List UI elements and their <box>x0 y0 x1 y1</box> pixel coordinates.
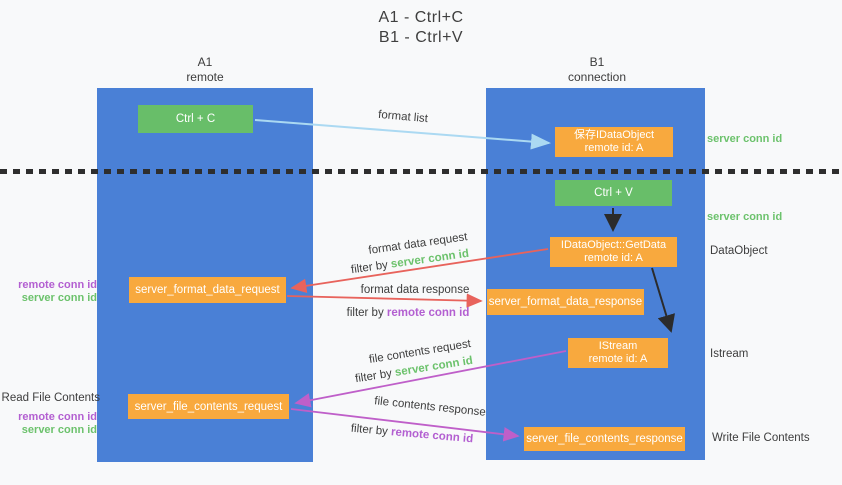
filter-by-text: filter by <box>346 307 384 319</box>
session-divider-line <box>0 169 842 174</box>
lane-b1-title: B1 <box>589 55 605 69</box>
lane-header-a1: A1 remote <box>140 55 270 85</box>
ctrl-v-label: Ctrl + V <box>594 187 633 199</box>
filter-by-remote-conn-id-label-1: filter by remote conn id <box>347 307 470 319</box>
remote-conn-id-text: remote conn id <box>390 426 474 446</box>
server-file-contents-response-label: server_file_contents_response <box>526 433 683 445</box>
save-idataobject-line2: remote id: A <box>584 142 644 154</box>
dataobject-label: DataObject <box>710 245 768 257</box>
filter-by-text: filter by <box>354 367 393 386</box>
istream-line2: remote id: A <box>588 353 648 365</box>
left-server-conn-id-bottom: server conn id <box>21 424 97 436</box>
getdata-line2: remote id: A <box>584 252 643 264</box>
lane-a1-subtitle: remote <box>186 70 224 84</box>
save-idataobject-line1: 保存IDataObject <box>573 129 655 141</box>
format-list-label: format list <box>378 109 429 125</box>
ctrl-c-box: Ctrl + C <box>138 105 253 133</box>
server-format-data-request-label: server_format_data_request <box>135 284 280 296</box>
lane-b1-subtitle: connection <box>567 70 627 84</box>
format-list-text: format list <box>377 108 429 126</box>
filter-by-text: filter by <box>350 422 389 438</box>
istream-box: IStream remote id: A <box>568 338 668 368</box>
getdata-line1: IDataObject::GetData <box>560 239 667 251</box>
file-contents-response-label: file contents response <box>374 395 487 419</box>
server-file-contents-request-label: server_file_contents_request <box>134 400 283 413</box>
lane-header-b1: B1 connection <box>532 55 662 85</box>
left-server-conn-id-top: server conn id <box>21 292 97 304</box>
lane-a1-title: A1 <box>197 55 213 69</box>
save-idataobject-box: 保存IDataObject remote id: A <box>555 127 673 157</box>
write-file-contents-label: Write File Contents <box>712 432 810 444</box>
right-server-conn-id-top: server conn id <box>707 133 783 145</box>
idataobject-getdata-box: IDataObject::GetData remote id: A <box>550 237 677 267</box>
format-data-response-label: format data response <box>361 284 470 296</box>
read-file-contents-label: Read File Contents <box>1 392 100 404</box>
diagram-title: A1 - Ctrl+C B1 - Ctrl+V <box>0 8 842 48</box>
title-line-2: B1 - Ctrl+V <box>378 29 464 46</box>
title-line-1: A1 - Ctrl+C <box>378 9 464 26</box>
left-remote-conn-id-bottom: remote conn id <box>18 411 97 423</box>
left-remote-conn-id-top: remote conn id <box>18 279 97 291</box>
server-format-data-response-box: server_format_data_response <box>487 289 644 315</box>
ctrl-c-label: Ctrl + C <box>175 113 216 125</box>
filter-by-remote-conn-id-label-2: filter by remote conn id <box>350 423 473 446</box>
filter-by-text: filter by <box>350 259 389 277</box>
ctrl-v-box: Ctrl + V <box>555 180 672 206</box>
server-format-data-request-box: server_format_data_request <box>129 277 286 303</box>
format-data-response-arrow <box>286 293 483 308</box>
remote-conn-id-text: remote conn id <box>386 307 470 319</box>
server-format-data-response-label: server_format_data_response <box>488 296 643 308</box>
file-contents-response-text: file contents response <box>373 395 487 419</box>
right-server-conn-id-mid: server conn id <box>707 211 783 223</box>
istream-side-label: Istream <box>710 348 749 360</box>
server-file-contents-response-box: server_file_contents_response <box>524 427 685 451</box>
server-file-contents-request-box: server_file_contents_request <box>128 394 289 419</box>
format-data-response-text: format data response <box>360 284 470 296</box>
istream-line1: IStream <box>598 340 638 352</box>
